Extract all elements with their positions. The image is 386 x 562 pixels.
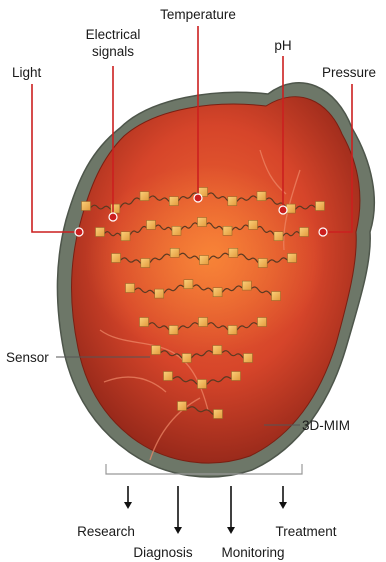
sensor-pad (198, 380, 207, 389)
sensor-pad (164, 372, 173, 381)
sensor-pad (198, 218, 207, 227)
sensor-pad (121, 232, 130, 241)
sensor-pad (228, 326, 237, 335)
electrical-label-line1: Electrical (86, 27, 141, 42)
monitoring-arrow (227, 486, 235, 534)
sensor-pad (170, 248, 179, 257)
sensor-pad (242, 281, 251, 290)
sensor-pad (213, 346, 222, 355)
sensor-pad (169, 197, 178, 206)
sensor-pad (155, 289, 164, 298)
sensor-pad (82, 202, 91, 211)
diagnosis-arrow (174, 486, 182, 534)
sensor-pad (257, 192, 266, 201)
sensor-pad (140, 318, 149, 327)
sensor-pad (172, 226, 181, 235)
sensor-pad (232, 372, 241, 381)
sensor-pad (213, 288, 222, 297)
temperature-dot (194, 194, 202, 202)
sensor-pad (178, 402, 187, 411)
sensor-pad (140, 192, 149, 201)
sensor-label: Sensor (6, 350, 49, 365)
treatment-arrow (279, 486, 287, 509)
sensor-pad (141, 259, 150, 268)
sensor-pad (223, 226, 232, 235)
sensor-pad (182, 354, 191, 363)
sensor-pad (258, 259, 267, 268)
electrical-dot (109, 213, 117, 221)
application-treatment: Treatment (275, 524, 336, 539)
sensor-pad (200, 256, 209, 265)
sensor-pad (249, 220, 258, 229)
application-arrows (124, 486, 287, 534)
sensor-pad (274, 232, 283, 241)
membrane-label: 3D-MIM (302, 418, 350, 433)
sensor-pad (184, 280, 193, 289)
sensor-pad (229, 248, 238, 257)
sensor-pad (199, 318, 208, 327)
research-arrow (124, 486, 132, 509)
sensor-pad (169, 326, 178, 335)
sensor-pad (300, 228, 309, 237)
sensor-pad (112, 254, 121, 263)
sensor-pad (126, 284, 135, 293)
sensor-pad (258, 318, 267, 327)
sensor-pad (147, 220, 156, 229)
sensor-pad (214, 410, 223, 419)
sensor-pad (272, 292, 281, 301)
application-research: Research (77, 524, 135, 539)
pressure-dot (319, 228, 327, 236)
light-dot (75, 228, 83, 236)
ph-dot (279, 206, 287, 214)
sensor-pad (111, 204, 120, 213)
application-diagnosis: Diagnosis (133, 545, 193, 560)
sensor-pad (288, 254, 297, 263)
ph-label: pH (274, 38, 291, 53)
light-label: Light (12, 65, 42, 80)
sensor-pad (244, 354, 253, 363)
sensor-pad (286, 204, 295, 213)
electrical-label-line2: signals (92, 44, 134, 59)
sensor-pad (316, 202, 325, 211)
application-monitoring: Monitoring (221, 545, 284, 560)
temperature-label: Temperature (160, 7, 236, 22)
sensor-pad (96, 228, 105, 237)
sensor-pad (228, 197, 237, 206)
pressure-label: Pressure (322, 65, 376, 80)
sensor-pad (152, 346, 161, 355)
